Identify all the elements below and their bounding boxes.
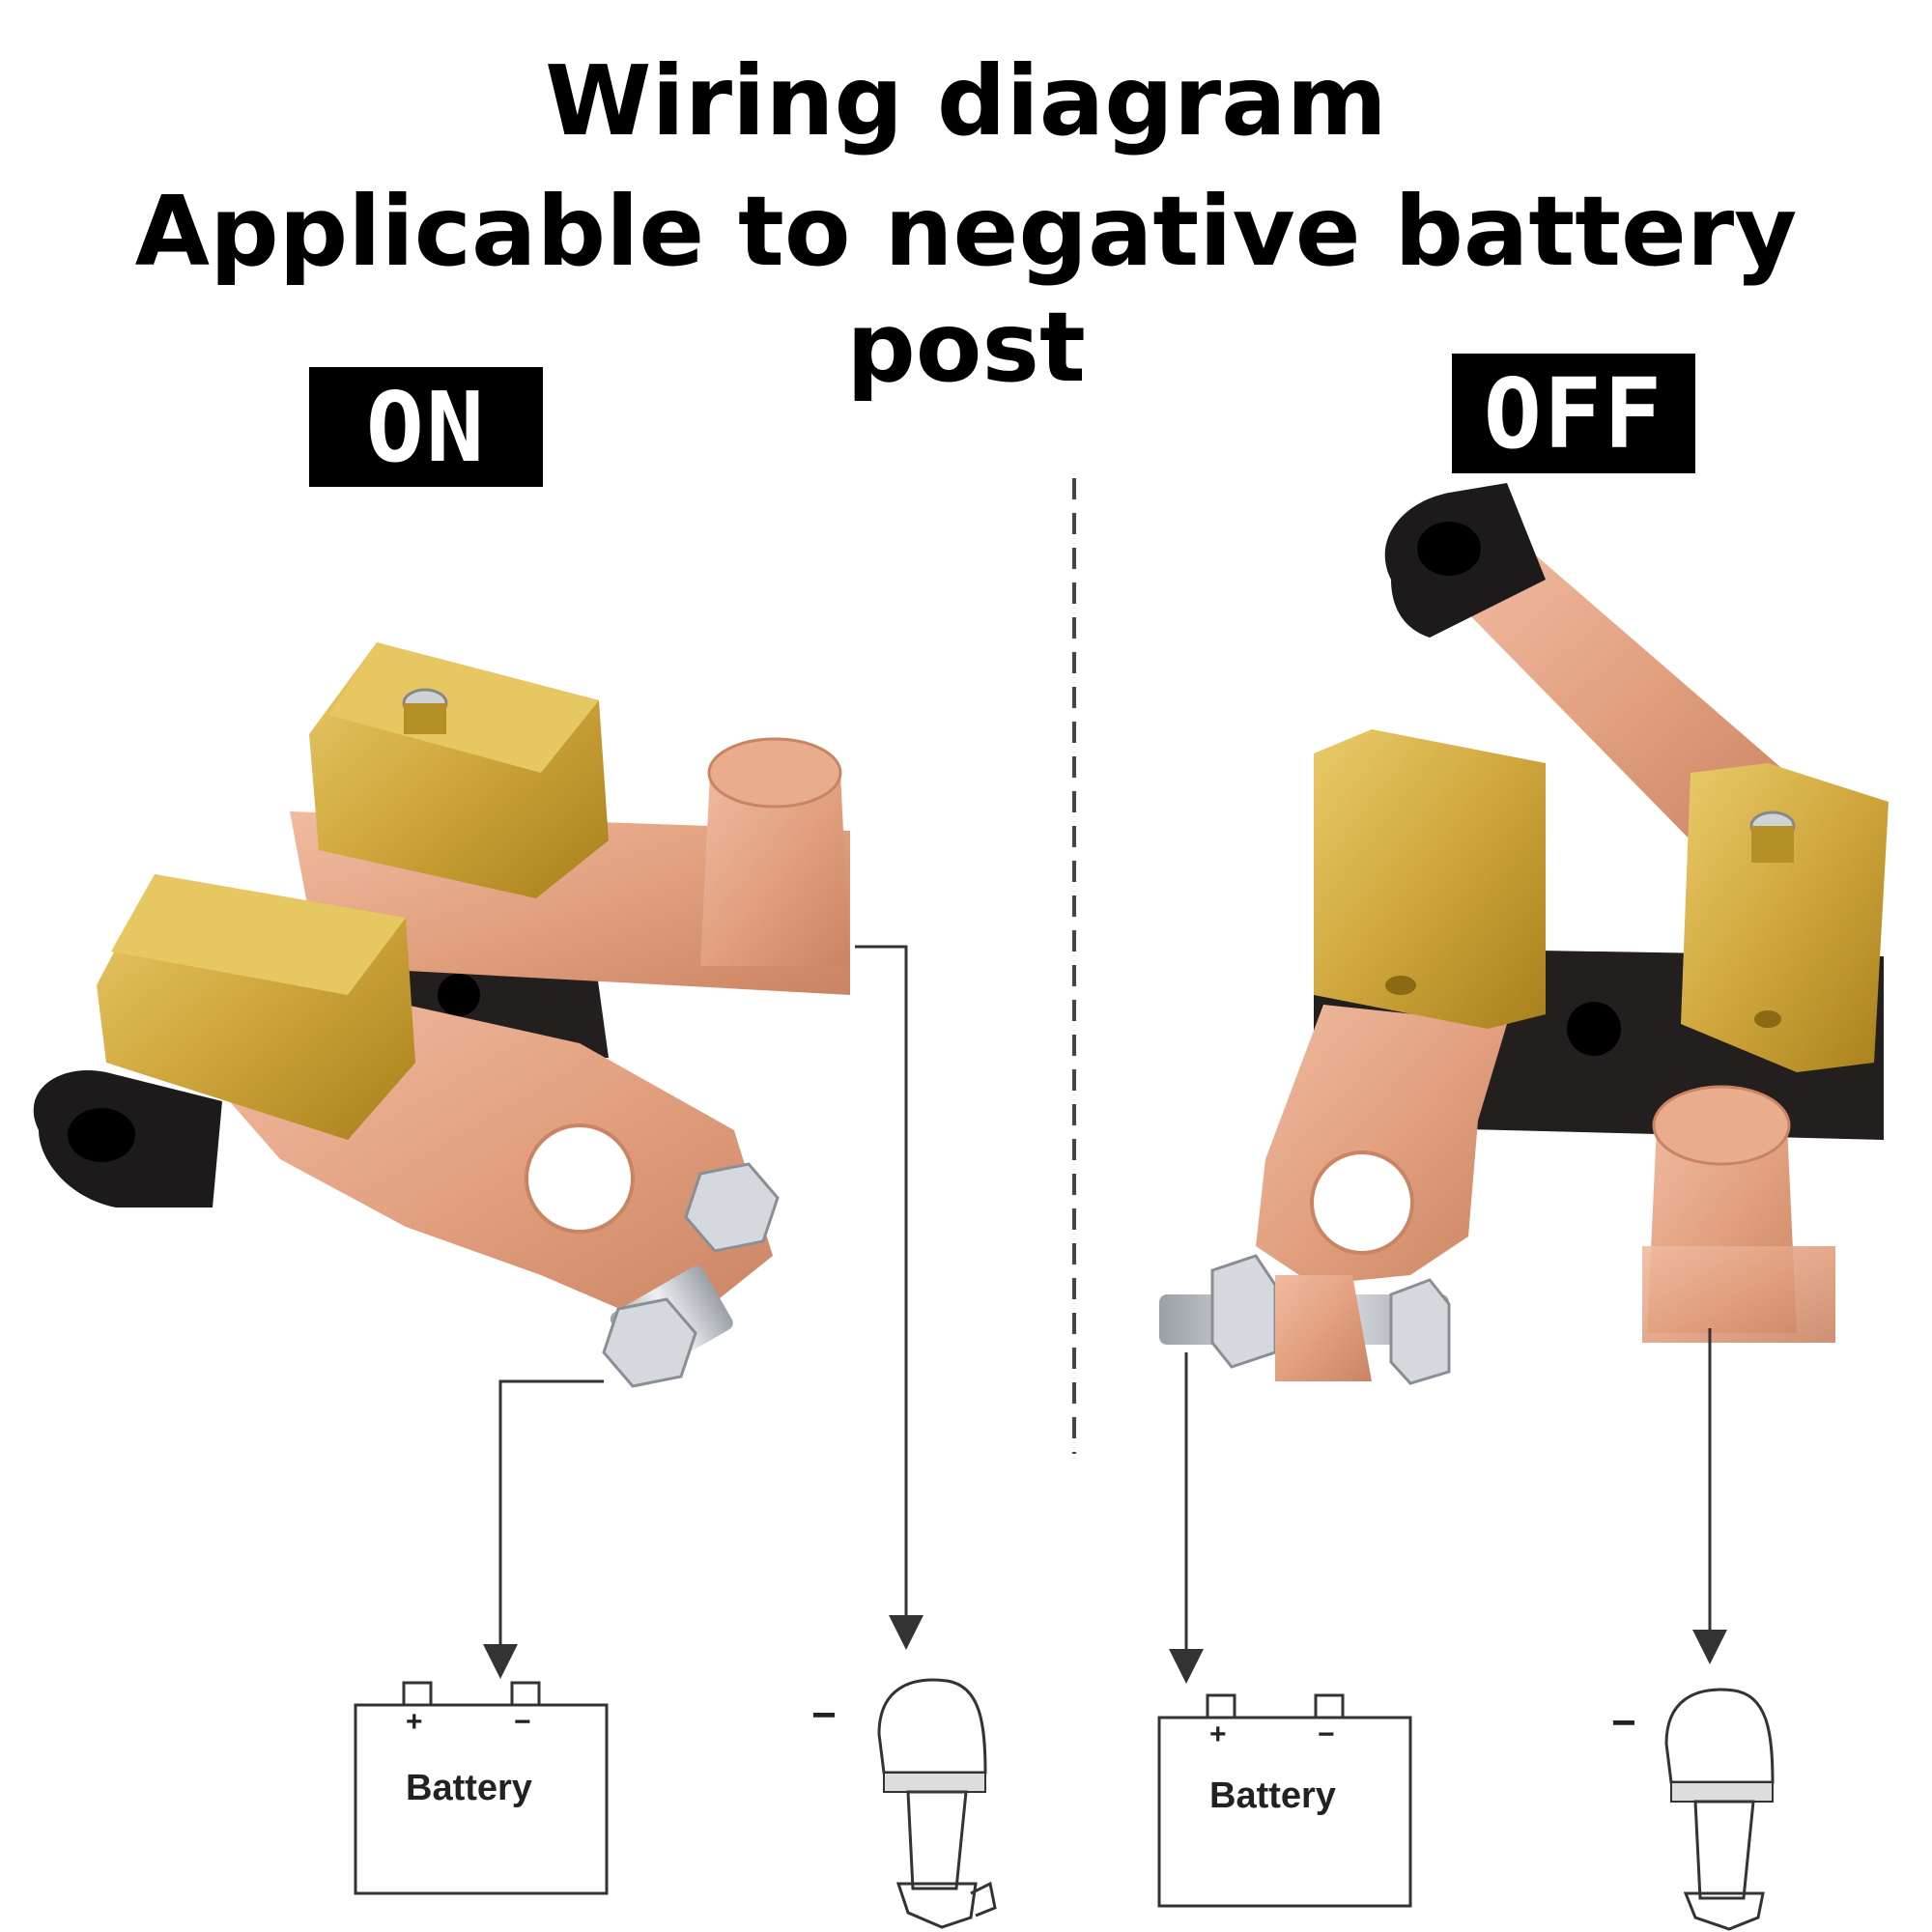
on-wire-load	[855, 945, 923, 1650]
off-base-hole	[1567, 1002, 1621, 1056]
on-battery-label: Battery	[406, 1768, 532, 1808]
on-switch-assembly	[33, 642, 850, 1388]
off-battery-icon	[1157, 1693, 1412, 1908]
on-outboard-motor-icon	[877, 1678, 997, 1929]
off-load-minus: −	[1611, 1699, 1636, 1747]
on-wire-battery	[483, 1379, 604, 1679]
off-lug-hole	[1310, 1151, 1414, 1255]
off-outboard-motor-icon	[1664, 1688, 1775, 1931]
on-load-minus: −	[811, 1691, 837, 1739]
on-battery-minus: −	[514, 1706, 531, 1738]
off-brass-clip-right	[1681, 763, 1889, 1072]
off-brass-clip-left	[1314, 729, 1546, 1029]
off-battery-label: Battery	[1209, 1776, 1336, 1816]
on-battery-icon	[354, 1681, 609, 1895]
off-switch-assembly	[1159, 483, 1889, 1385]
on-copper-post	[700, 773, 850, 966]
diagram-title: Wiring diagram	[545, 44, 1387, 157]
diagram-subtitle: Applicable to negative battery post	[134, 175, 1798, 404]
on-state-badge: ON	[309, 367, 543, 487]
on-lug-hole	[525, 1123, 635, 1234]
off-state-badge: OFF	[1452, 354, 1695, 473]
on-base-hole	[438, 974, 480, 1016]
on-battery-plus: +	[406, 1706, 423, 1738]
off-battery-minus: −	[1318, 1719, 1335, 1750]
off-battery-plus: +	[1209, 1719, 1227, 1750]
